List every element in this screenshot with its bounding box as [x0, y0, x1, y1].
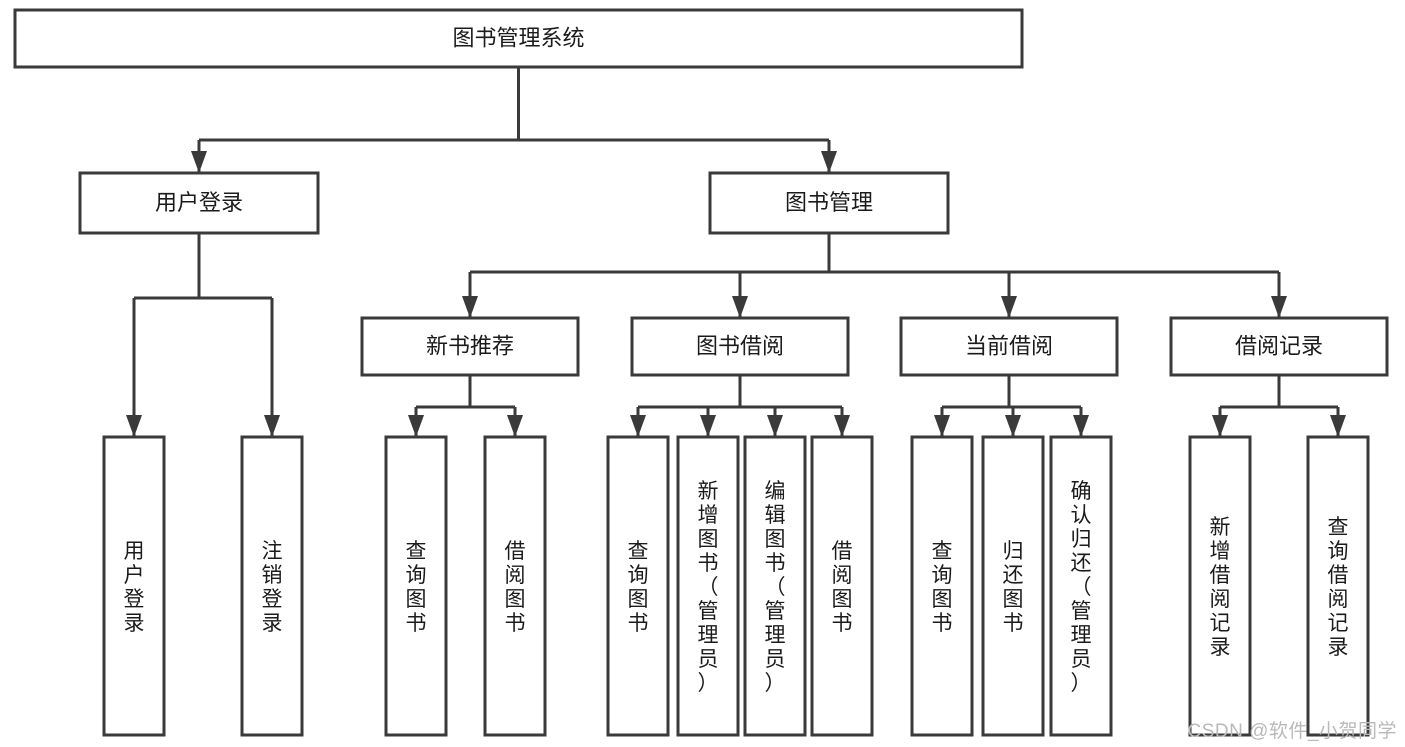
- arrow-head-icon: [1212, 415, 1228, 437]
- arrow-head-icon: [834, 415, 850, 437]
- node-leaf-query-book-current[interactable]: 查询图书: [910, 435, 974, 737]
- node-box: [483, 435, 547, 737]
- node-leaf-borrow-book-borrow[interactable]: 借阅图书: [810, 435, 874, 737]
- node-new-book-recommend[interactable]: 新书推荐: [360, 316, 580, 377]
- connector-layer: [126, 67, 1346, 437]
- arrow-head-icon: [1073, 415, 1089, 437]
- node-box: [899, 316, 1119, 377]
- node-label: 图书管理系统: [452, 25, 584, 50]
- csdn-watermark: CSDN @软件_小贺同学: [1187, 721, 1397, 742]
- node-box: [384, 435, 448, 737]
- arrow-head-icon: [700, 415, 716, 437]
- arrow-head-icon: [1271, 296, 1287, 318]
- node-label: 编辑图书（管理员）: [765, 480, 786, 695]
- node-root[interactable]: 图书管理系统: [13, 8, 1024, 69]
- node-leaf-borrow-book-recommend[interactable]: 借阅图书: [483, 435, 547, 737]
- node-label: 查询借阅记录: [1328, 516, 1349, 659]
- node-box: [1306, 435, 1370, 737]
- node-leaf-user-login[interactable]: 用户登录: [102, 435, 166, 737]
- arrow-head-icon: [507, 415, 523, 437]
- node-layer: 图书管理系统用户登录图书管理新书推荐图书借阅当前借阅借阅记录用户登录注销登录查询…: [13, 8, 1389, 737]
- node-box: [102, 435, 166, 737]
- arrow-head-icon: [732, 296, 748, 318]
- node-leaf-query-borrow-record[interactable]: 查询借阅记录: [1306, 435, 1370, 737]
- node-book-management[interactable]: 图书管理: [708, 171, 950, 235]
- node-leaf-edit-book-admin[interactable]: 编辑图书（管理员）: [743, 435, 807, 737]
- node-label: 借阅图书: [505, 540, 526, 635]
- node-label: 查询图书: [932, 540, 953, 635]
- arrow-head-icon: [630, 415, 646, 437]
- arrow-head-icon: [767, 415, 783, 437]
- node-box: [810, 435, 874, 737]
- node-label: 图书借阅: [696, 333, 784, 358]
- node-label: 当前借阅: [965, 333, 1053, 358]
- node-box: [676, 435, 740, 737]
- node-box: [910, 435, 974, 737]
- node-box: [240, 435, 304, 737]
- node-box: [743, 435, 807, 737]
- node-leaf-query-book-recommend[interactable]: 查询图书: [384, 435, 448, 737]
- arrow-head-icon: [934, 415, 950, 437]
- node-leaf-query-book-borrow[interactable]: 查询图书: [606, 435, 670, 737]
- node-label: 图书管理: [785, 190, 873, 215]
- node-box: [78, 171, 320, 235]
- node-label: 新增借阅记录: [1210, 516, 1231, 659]
- node-box: [630, 316, 850, 377]
- node-leaf-confirm-return-admin[interactable]: 确认归还（管理员）: [1049, 435, 1113, 737]
- arrow-head-icon: [1001, 296, 1017, 318]
- node-box: [1188, 435, 1252, 737]
- arrow-head-icon: [1005, 415, 1021, 437]
- node-box: [981, 435, 1045, 737]
- node-box: [13, 8, 1024, 69]
- arrow-head-icon: [126, 415, 142, 437]
- node-box: [360, 316, 580, 377]
- arrow-head-icon: [462, 296, 478, 318]
- node-borrow-record[interactable]: 借阅记录: [1169, 316, 1389, 377]
- node-label: 查询图书: [406, 540, 427, 635]
- arrow-head-icon: [408, 415, 424, 437]
- node-label: 查询图书: [628, 540, 649, 635]
- node-label: 确认归还（管理员）: [1071, 480, 1092, 695]
- arrow-head-icon: [1330, 415, 1346, 437]
- arrow-head-icon: [191, 151, 207, 173]
- node-box: [606, 435, 670, 737]
- node-label: 归还图书: [1003, 540, 1024, 635]
- node-box: [1169, 316, 1389, 377]
- node-label: 新增图书（管理员）: [698, 480, 719, 695]
- node-book-borrow[interactable]: 图书借阅: [630, 316, 850, 377]
- arrow-head-icon: [264, 415, 280, 437]
- node-box: [1049, 435, 1113, 737]
- node-label: 用户登录: [124, 540, 145, 635]
- node-user-login[interactable]: 用户登录: [78, 171, 320, 235]
- node-leaf-add-book-admin[interactable]: 新增图书（管理员）: [676, 435, 740, 737]
- node-label: 注销登录: [262, 540, 283, 635]
- node-label: 借阅记录: [1235, 333, 1323, 358]
- node-current-borrow[interactable]: 当前借阅: [899, 316, 1119, 377]
- node-label: 借阅图书: [832, 540, 853, 635]
- node-leaf-logout[interactable]: 注销登录: [240, 435, 304, 737]
- arrow-head-icon: [821, 151, 837, 173]
- node-leaf-add-borrow-record[interactable]: 新增借阅记录: [1188, 435, 1252, 737]
- node-label: 新书推荐: [426, 333, 514, 358]
- node-label: 用户登录: [155, 190, 243, 215]
- node-box: [708, 171, 950, 235]
- node-leaf-return-book[interactable]: 归还图书: [981, 435, 1045, 737]
